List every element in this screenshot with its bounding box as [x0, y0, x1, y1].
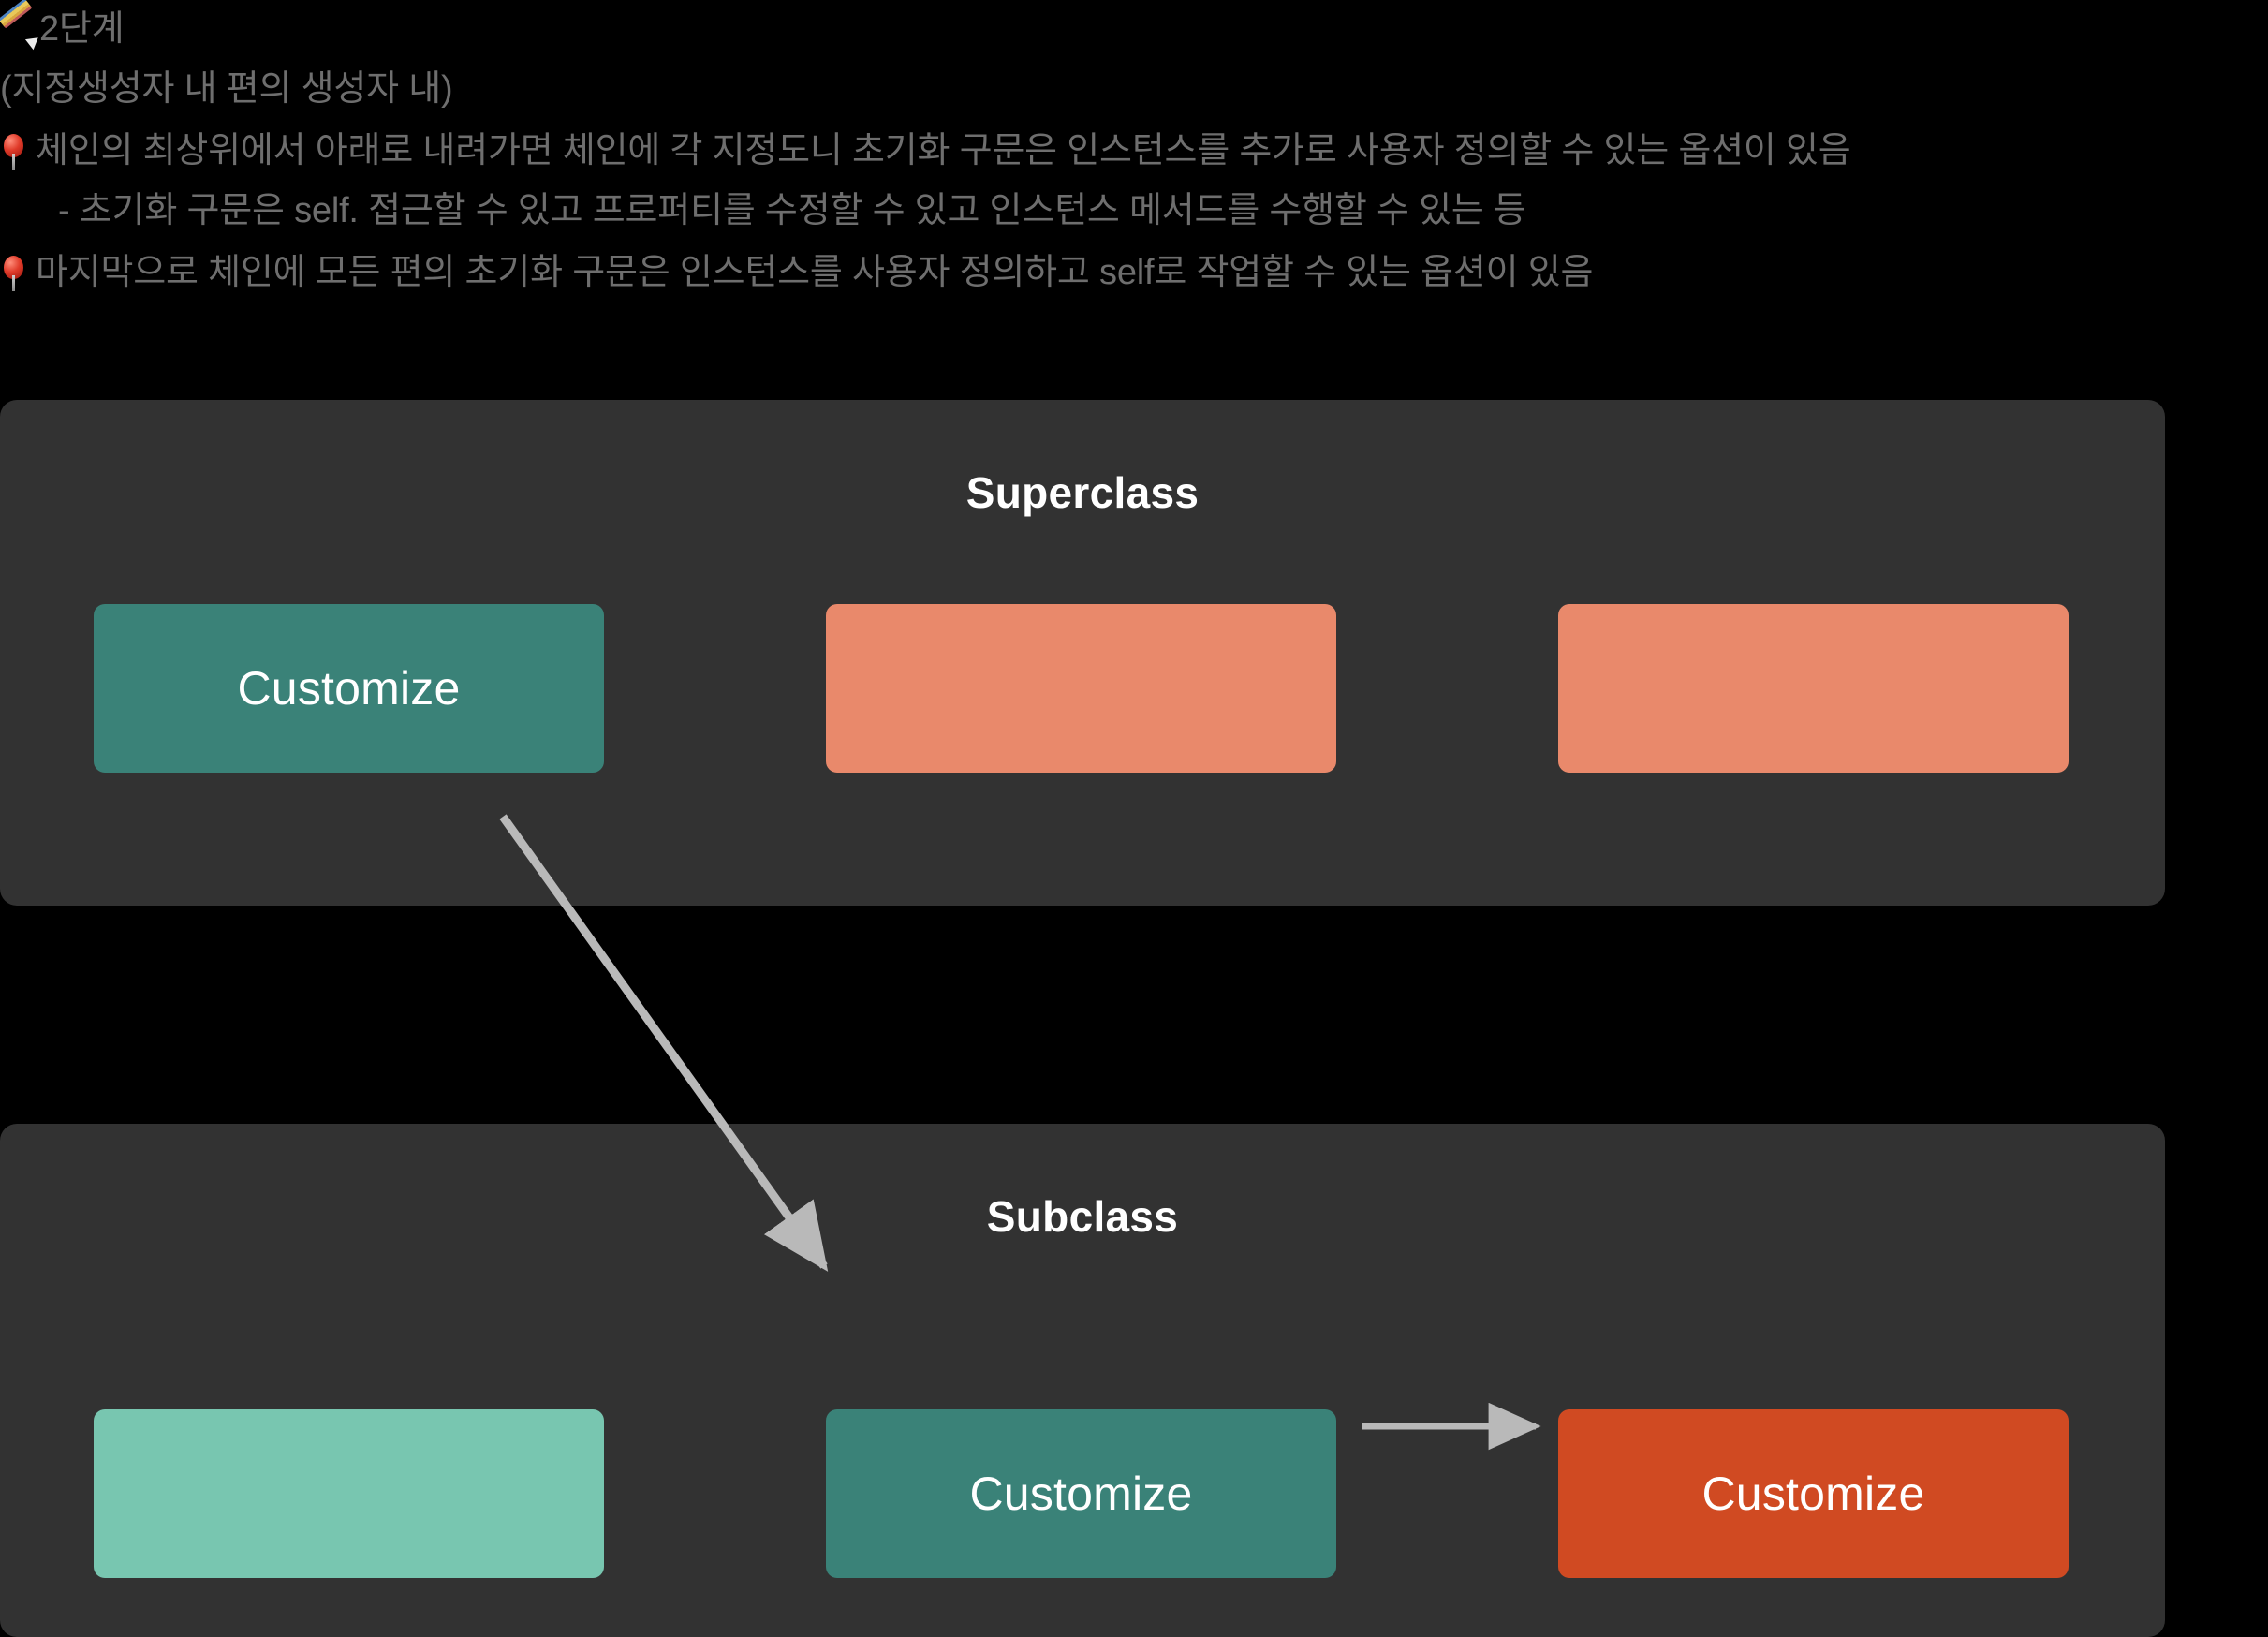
superclass-panel: Superclass Customize — [0, 400, 2165, 906]
superclass-slot-row: Customize — [0, 604, 2165, 773]
note-bullet-2: 마지막으로 체인에 모든 편의 초기화 구문은 인스턴스를 사용자 정의하고 s… — [0, 247, 2268, 298]
note-subnote: - 초기화 구문은 self. 접근할 수 있고 프로퍼티를 수정할 수 있고 … — [58, 191, 1526, 230]
note-bullet-1: 체인의 최상위에서 아래로 내려가면 체인에 각 지정도니 초기화 구문은 인스… — [0, 125, 2268, 176]
note-title-text: 2단계 — [39, 9, 125, 49]
notes-block: 2단계 (지정생성자 내 편의 생성자 내) 체인의 최상위에서 아래로 내려가… — [0, 0, 2268, 298]
pin-icon — [0, 255, 28, 292]
subclass-slot-2[interactable]: Customize — [826, 1409, 1336, 1578]
subclass-slot-2-label: Customize — [969, 1467, 1193, 1520]
subclass-title: Subclass — [986, 1192, 1179, 1241]
note-bullet-2-text: 마지막으로 체인에 모든 편의 초기화 구문은 인스턴스를 사용자 정의하고 s… — [36, 253, 1594, 292]
superclass-slot-2[interactable] — [826, 604, 1336, 773]
subclass-slot-3[interactable]: Customize — [1558, 1409, 2069, 1578]
note-title-line: 2단계 — [0, 0, 2268, 54]
pencil-icon — [0, 0, 43, 51]
pin-icon — [0, 133, 28, 170]
superclass-slot-1-label: Customize — [237, 662, 461, 715]
subclass-panel: Subclass Customize Customize — [0, 1124, 2165, 1637]
note-subtitle-line: (지정생성자 내 편의 생성자 내) — [0, 69, 453, 109]
note-bullet-1-text: 체인의 최상위에서 아래로 내려가면 체인에 각 지정도니 초기화 구문은 인스… — [36, 131, 1851, 170]
superclass-slot-3[interactable] — [1558, 604, 2069, 773]
superclass-title: Superclass — [965, 468, 1200, 517]
subclass-slot-row: Customize Customize — [0, 1409, 2165, 1578]
subclass-slot-1[interactable] — [94, 1409, 604, 1578]
subclass-slot-3-label: Customize — [1701, 1467, 1925, 1520]
superclass-slot-1[interactable]: Customize — [94, 604, 604, 773]
